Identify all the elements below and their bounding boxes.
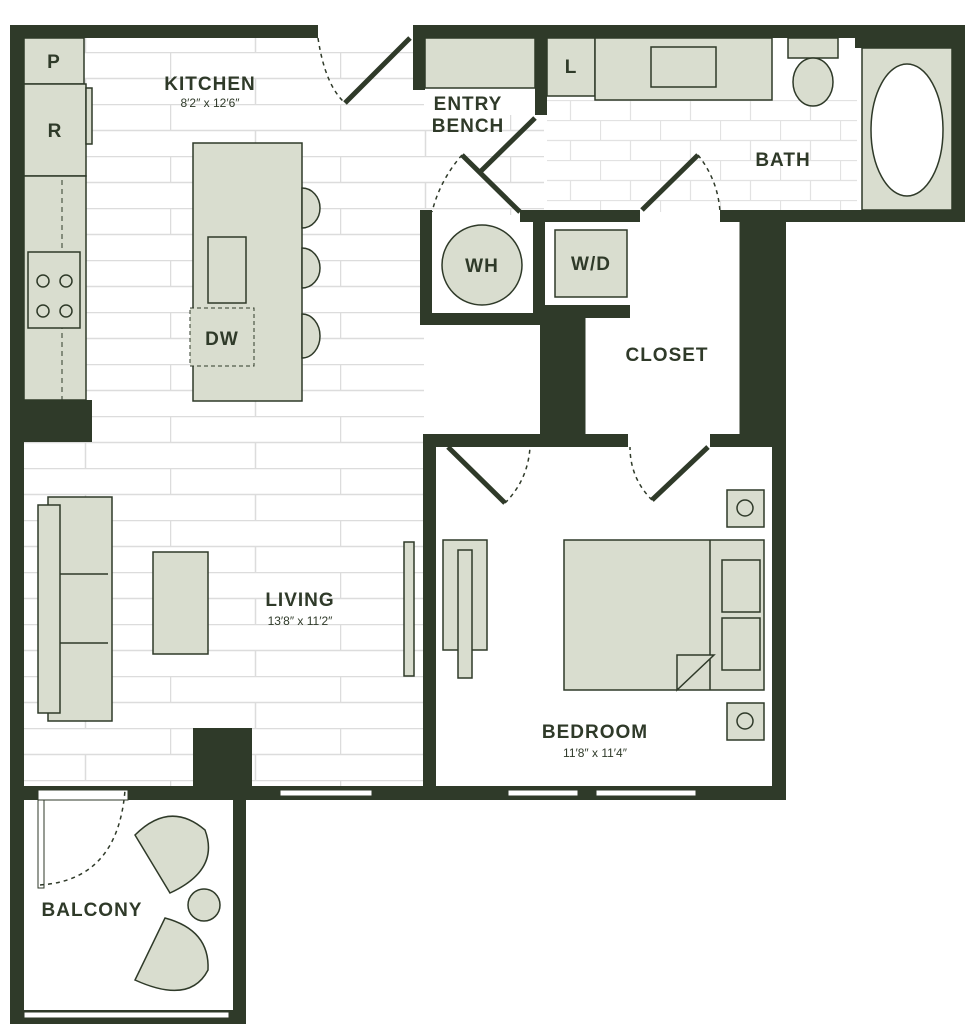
- window-balcony: [23, 1011, 230, 1019]
- dishwasher-label: DW: [205, 329, 239, 350]
- balcony-sliding-door[interactable]: [37, 799, 45, 889]
- lounge-chair-2: [133, 917, 209, 992]
- nightstand-top: [726, 489, 765, 528]
- bathtub-icon: [861, 47, 953, 211]
- washer-dryer-label: W/D: [571, 254, 611, 275]
- bath-door[interactable]: [640, 153, 721, 213]
- entry-door[interactable]: [317, 36, 412, 105]
- nightstand-bottom: [726, 702, 765, 741]
- entry-label-1: ENTRY: [434, 94, 503, 115]
- dishwasher: [189, 307, 255, 367]
- linen-label: L: [565, 57, 578, 78]
- washer-dryer: [554, 229, 628, 298]
- sofa: [37, 496, 113, 722]
- lounge-chair-1: [134, 815, 210, 894]
- window-bedroom-2: [595, 789, 697, 797]
- toilet-icon: [787, 37, 839, 107]
- window-bedroom-1: [507, 789, 579, 797]
- living-label: LIVING: [265, 590, 334, 611]
- closet-label: CLOSET: [625, 345, 708, 366]
- entry-bench: [424, 37, 536, 89]
- bath-sink-icon: [650, 46, 717, 88]
- water-heater-label: WH: [465, 256, 499, 277]
- closet-door-entry[interactable]: [431, 116, 537, 214]
- stove-icon: [27, 251, 81, 329]
- side-table: [187, 888, 221, 922]
- refrigerator-label: R: [48, 121, 63, 142]
- pantry-label: P: [47, 52, 61, 73]
- tv-living: [403, 541, 415, 677]
- bedroom-door[interactable]: [446, 445, 531, 505]
- refrigerator-door: [85, 87, 93, 145]
- entry-label-2: BENCH: [432, 116, 505, 137]
- tv-bedroom: [457, 549, 473, 679]
- coffee-table: [152, 551, 209, 655]
- kitchen-dims: 8′2″ x 12′6″: [180, 96, 240, 110]
- bath-label: BATH: [755, 150, 810, 171]
- bedroom-dims: 11′8″ x 11′4″: [563, 746, 628, 760]
- closet-door[interactable]: [629, 445, 710, 502]
- water-heater: [441, 224, 523, 306]
- living-dims: 13′8″ x 11′2″: [268, 614, 334, 628]
- bar-stools: [301, 187, 321, 359]
- pantry: [23, 37, 85, 85]
- kitchen-label: KITCHEN: [164, 74, 255, 95]
- bed: [563, 539, 765, 692]
- balcony-door-swing: [39, 789, 126, 886]
- linen-closet: [546, 37, 596, 97]
- balcony-label: BALCONY: [42, 900, 143, 921]
- bath-floor: [547, 100, 857, 212]
- walls: [10, 25, 965, 1024]
- balcony-door-opening[interactable]: [37, 789, 129, 801]
- window-living: [279, 789, 373, 797]
- sink-icon: [207, 236, 247, 304]
- refrigerator: [23, 83, 87, 177]
- bedroom-label: BEDROOM: [542, 722, 648, 743]
